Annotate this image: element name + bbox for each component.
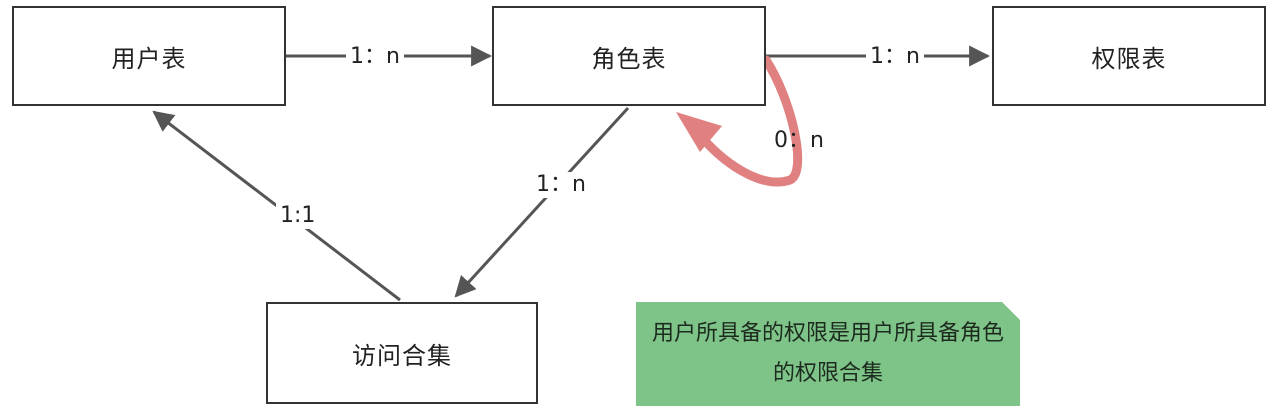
note-card: 用户所具备的权限是用户所具备角色的权限合集 — [636, 302, 1020, 406]
permission-table-label: 权限表 — [1091, 44, 1167, 73]
access-set-node[interactable]: 访问合集 — [266, 302, 538, 404]
edge-role-self-loop — [695, 55, 803, 187]
user-table-node[interactable]: 用户表 — [12, 6, 286, 106]
edge-label-role-self: 0：n — [774, 128, 824, 153]
note-fold-corner — [1002, 302, 1020, 320]
edge-label-access-user: 1:1 — [276, 203, 320, 229]
self-loop-arrowhead — [676, 112, 722, 152]
role-table-label: 角色表 — [591, 44, 667, 73]
edge-label-user-role: 1：n — [346, 44, 404, 70]
edge-role-access — [454, 106, 630, 298]
edge-label-role-permission: 1：n — [866, 44, 924, 70]
note-text: 用户所具备的权限是用户所具备角色的权限合集 — [651, 321, 1004, 386]
access-set-label: 访问合集 — [352, 341, 452, 370]
role-table-node[interactable]: 角色表 — [492, 6, 766, 106]
user-table-label: 用户表 — [111, 44, 187, 73]
permission-table-node[interactable]: 权限表 — [992, 6, 1266, 106]
edge-label-role-access: 1：n — [532, 172, 590, 198]
